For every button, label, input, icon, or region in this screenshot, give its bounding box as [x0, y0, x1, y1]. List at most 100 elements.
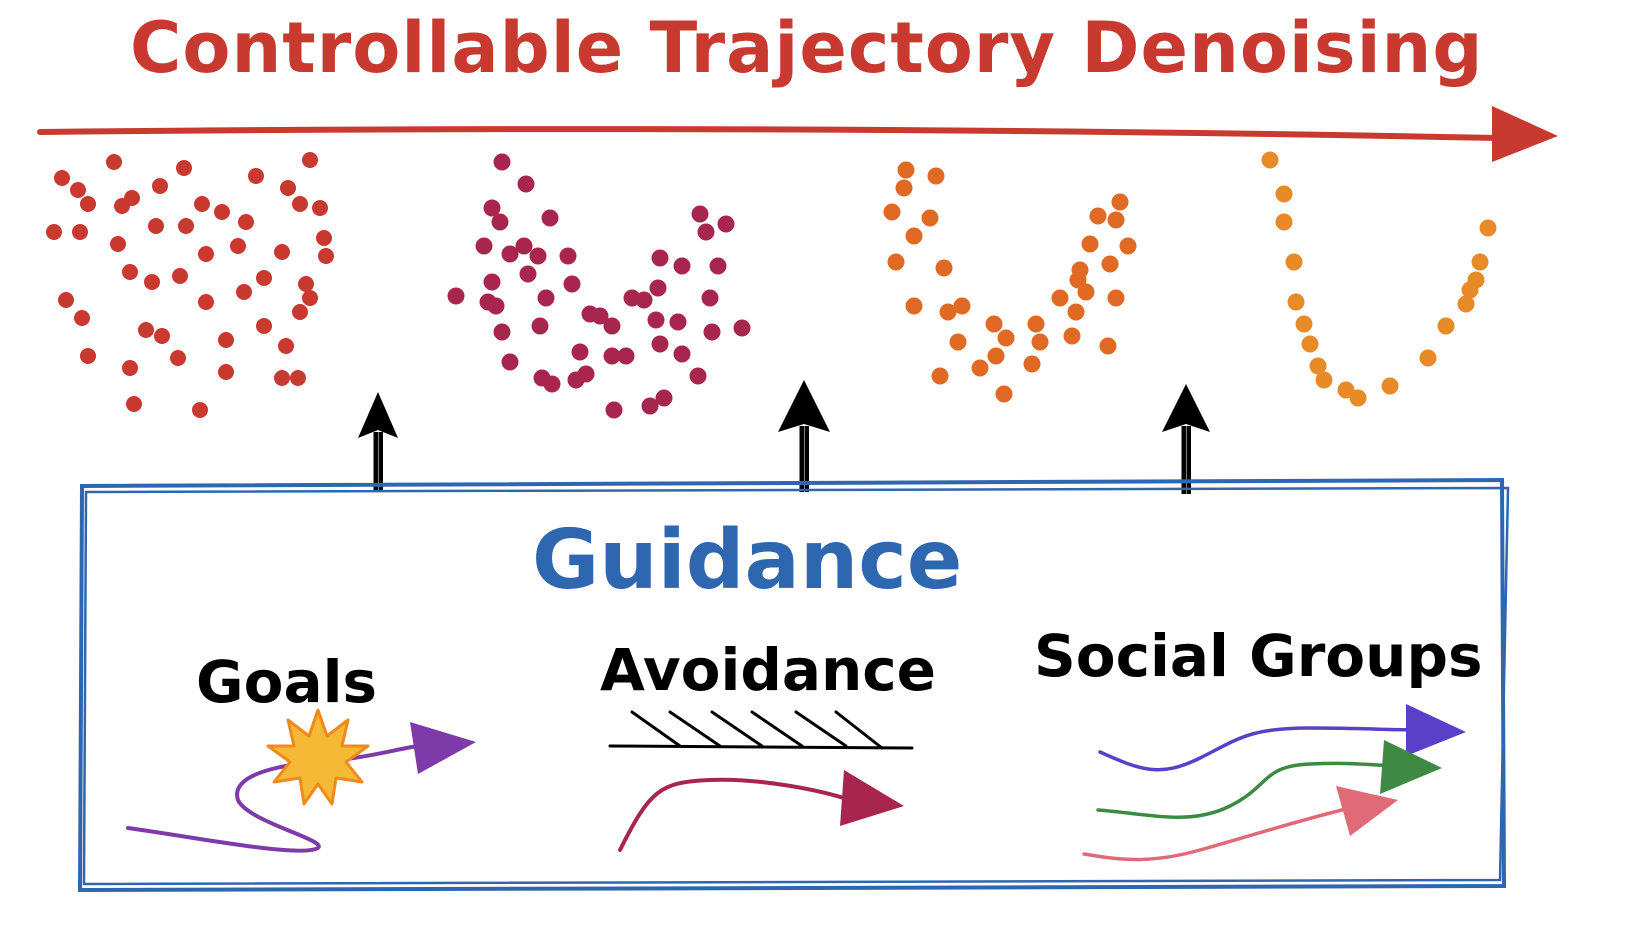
trajectory-point — [971, 359, 989, 377]
trajectory-point — [230, 238, 246, 254]
trajectory-point — [1285, 253, 1303, 271]
trajectory-point — [567, 371, 585, 389]
trajectory-point — [302, 152, 318, 168]
trajectory-point — [703, 323, 721, 341]
trajectory-point — [1437, 317, 1455, 335]
trajectory-point — [1287, 293, 1305, 311]
trajectory-point — [198, 294, 214, 310]
trajectory-point — [318, 248, 334, 264]
trajectory-point — [571, 343, 589, 361]
trajectory-point — [673, 257, 691, 275]
trajectory-point — [298, 276, 314, 292]
trajectory-point — [278, 338, 294, 354]
trajectory-point — [316, 230, 332, 246]
trajectory-point — [172, 268, 188, 284]
trajectory-point — [1031, 333, 1049, 351]
trajectory-point — [1051, 289, 1069, 307]
denoised-trajectory-stage-4 — [1261, 151, 1497, 407]
trajectory-point — [603, 317, 621, 335]
trajectory-point — [603, 347, 621, 365]
trajectory-point — [292, 304, 308, 320]
trajectory-point — [1479, 219, 1497, 237]
trajectory-point — [46, 224, 62, 240]
trajectory-point — [274, 370, 290, 386]
trajectory-point — [709, 257, 727, 275]
trajectory-point — [292, 196, 308, 212]
up-arrow-icon — [358, 392, 398, 492]
trajectory-point — [641, 397, 659, 415]
trajectory-point — [531, 317, 549, 335]
trajectory-point — [935, 259, 953, 277]
trajectory-point — [1315, 371, 1333, 389]
trajectory-point — [1111, 193, 1129, 211]
trajectory-point — [122, 264, 138, 280]
trajectory-point — [1101, 255, 1119, 273]
trajectory-point — [997, 329, 1015, 347]
trajectory-point — [475, 237, 493, 255]
trajectory-point — [733, 319, 751, 337]
trajectory-point — [1099, 337, 1117, 355]
trajectory-point — [921, 209, 939, 227]
trajectory-point — [887, 253, 905, 271]
trajectory-point — [1275, 185, 1293, 203]
trajectory-point — [280, 180, 296, 196]
trajectory-point — [487, 297, 505, 315]
trajectory-point — [1089, 207, 1107, 225]
trajectory-point — [1107, 211, 1125, 229]
trajectory-point — [529, 247, 547, 265]
denoising-progress-arrow — [37, 106, 1558, 162]
trajectory-point — [635, 291, 653, 309]
trajectory-point — [74, 310, 90, 326]
trajectory-point — [483, 199, 501, 217]
guidance-box — [77, 477, 1510, 893]
trajectory-point — [563, 275, 581, 293]
trajectory-point — [697, 223, 715, 241]
denoising-trajectory-stage-3 — [883, 161, 1137, 403]
trajectory-point — [236, 284, 252, 300]
trajectory-point — [647, 311, 665, 329]
trajectory-point — [985, 315, 1003, 333]
trajectory-point — [1275, 213, 1293, 231]
trajectory-point — [302, 290, 318, 306]
trajectory-point — [447, 287, 465, 305]
trajectory-point — [198, 246, 214, 262]
trajectory-point — [905, 297, 923, 315]
trajectory-point — [192, 402, 208, 418]
trajectory-point — [256, 318, 272, 334]
trajectory-point — [1349, 389, 1367, 407]
trajectory-point — [106, 154, 122, 170]
hatched-wall-icon — [608, 710, 914, 750]
trajectory-point — [110, 236, 126, 252]
trajectory-point — [1067, 303, 1085, 321]
trajectory-point — [987, 347, 1005, 365]
trajectory-point — [122, 360, 138, 376]
trajectory-point — [170, 350, 186, 366]
trajectory-point — [1069, 271, 1087, 289]
up-arrow-icon — [1162, 384, 1210, 494]
trajectory-point — [1309, 357, 1327, 375]
trajectory-point — [214, 204, 230, 220]
avoidance-trajectory — [618, 770, 904, 852]
trajectory-point — [248, 168, 264, 184]
trajectory-point — [1461, 281, 1479, 299]
trajectory-point — [1023, 355, 1041, 373]
trajectory-point — [895, 179, 913, 197]
denoising-trajectory-stage-2 — [447, 153, 751, 419]
trajectory-point — [274, 244, 290, 260]
trajectory-point — [673, 345, 691, 363]
trajectory-point — [519, 265, 537, 283]
trajectory-point — [949, 333, 967, 351]
trajectory-point — [883, 203, 901, 221]
trajectory-point — [1419, 349, 1437, 367]
trajectory-point — [515, 237, 533, 255]
trajectory-point — [717, 215, 735, 233]
noisy-trajectory-stage-1 — [46, 152, 334, 418]
trajectory-point — [995, 385, 1013, 403]
trajectory-point — [649, 279, 667, 297]
trajectory-point — [1077, 283, 1095, 301]
trajectory-point — [689, 367, 707, 385]
trajectory-point — [905, 227, 923, 245]
trajectory-point — [651, 335, 669, 353]
trajectory-point — [541, 209, 559, 227]
